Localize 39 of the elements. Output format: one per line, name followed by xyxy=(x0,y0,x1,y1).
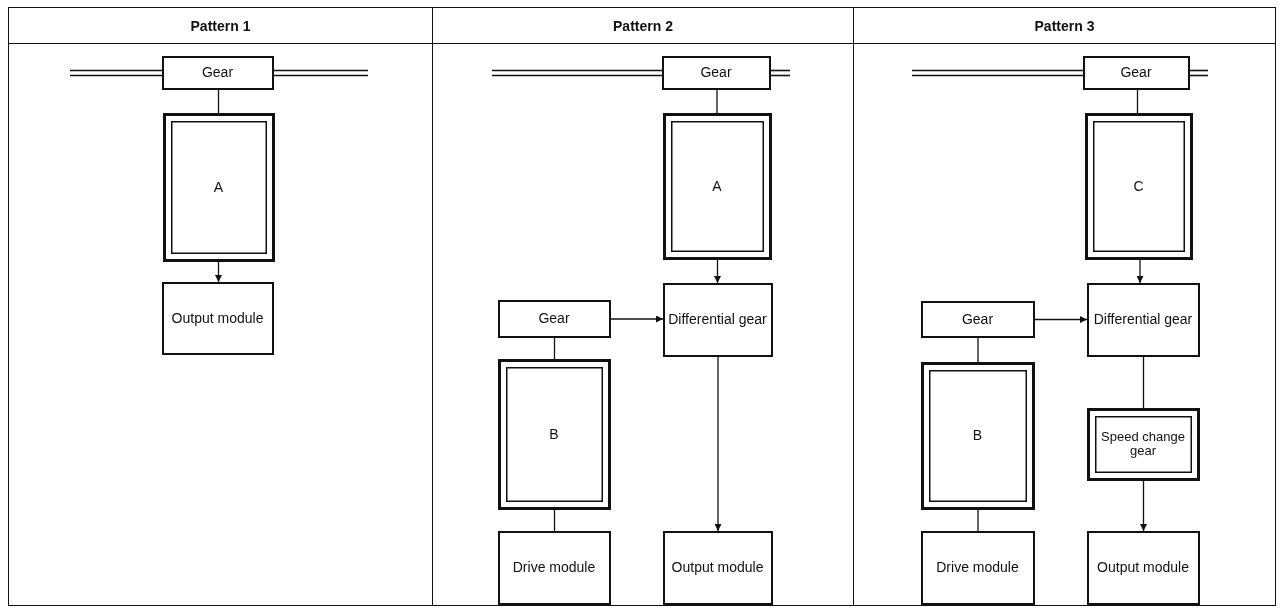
connector-line xyxy=(1140,480,1147,532)
connector-line xyxy=(215,261,222,283)
pattern-column xyxy=(8,7,433,606)
double-border-box: B xyxy=(497,358,611,510)
connector-line xyxy=(1136,89,1139,114)
double-border-box: B xyxy=(920,361,1035,510)
connector-line xyxy=(1136,259,1144,284)
connector-line xyxy=(1034,316,1088,323)
double-border-box: C xyxy=(1084,112,1193,260)
connector-line xyxy=(553,337,556,360)
column-heading: Pattern 1 xyxy=(190,17,251,34)
process-box: Gear xyxy=(661,55,771,90)
connector-line xyxy=(1142,356,1145,409)
process-box: Output module xyxy=(662,530,773,605)
process-box: Differential gear xyxy=(662,282,773,357)
connector-line xyxy=(714,259,721,284)
connector-line xyxy=(977,337,979,363)
process-box: Differential gear xyxy=(1086,282,1200,357)
process-box: Gear xyxy=(497,299,611,338)
double-border-box: A xyxy=(162,112,275,262)
connector-line xyxy=(217,89,220,114)
pattern-column xyxy=(432,7,854,606)
column-heading: Pattern 3 xyxy=(1034,17,1095,34)
double-border-box: Speed change gear xyxy=(1086,407,1200,481)
column-heading: Pattern 2 xyxy=(613,17,673,34)
connector-line xyxy=(553,509,556,532)
double-border-box: A xyxy=(662,112,772,260)
process-box: Output module xyxy=(161,281,274,355)
connector-line xyxy=(716,89,718,114)
process-box: Drive module xyxy=(497,530,611,605)
process-box: Gear xyxy=(1082,55,1190,90)
connector-line xyxy=(610,315,664,323)
pattern-column xyxy=(853,7,1276,606)
process-box: Gear xyxy=(161,55,274,90)
process-box: Drive module xyxy=(920,530,1035,605)
connector-line xyxy=(977,509,979,532)
connector-line xyxy=(714,356,722,532)
process-box: Gear xyxy=(920,300,1035,338)
process-box: Output module xyxy=(1086,530,1200,605)
